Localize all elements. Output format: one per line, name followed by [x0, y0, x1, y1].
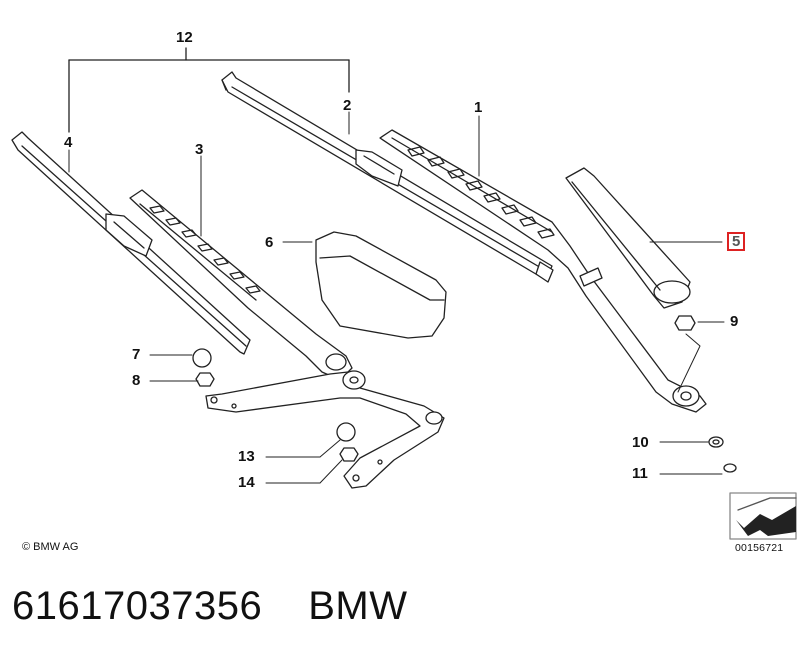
- wiper-arm-3: [129, 189, 353, 381]
- nut-9: [674, 315, 696, 331]
- nut-14: [339, 447, 359, 462]
- linkage-rod: [205, 370, 445, 489]
- leader-lines: [68, 111, 725, 484]
- callout-3: 3: [195, 141, 204, 158]
- callout-8: 8: [132, 372, 141, 389]
- callout-6: 6: [265, 234, 274, 251]
- cap-7: [192, 348, 212, 368]
- footer-caption: 61617037356 BMW: [12, 584, 407, 629]
- callout-13: 13: [238, 448, 255, 465]
- callout-1: 1: [474, 99, 483, 116]
- arm-cover-5: [565, 167, 691, 309]
- wiper-blade-2: [221, 71, 554, 283]
- diagram-reference-code: 00156721: [735, 542, 784, 554]
- washer-10: [708, 436, 724, 448]
- callout-9: 9: [730, 313, 739, 330]
- cover-6: [315, 231, 447, 339]
- washer-10-hole: [712, 439, 720, 445]
- seal-11: [723, 463, 737, 473]
- arm-1-slots: [407, 146, 555, 239]
- copyright-notice: © BMW AG: [22, 541, 79, 553]
- brand-name: BMW: [308, 584, 408, 628]
- callout-5-highlighted[interactable]: 5: [727, 232, 746, 251]
- callout-12: 12: [176, 29, 193, 46]
- wiper-blade-4: [11, 131, 251, 355]
- callout-2: 2: [343, 97, 352, 114]
- group-bracket-12: [68, 47, 350, 133]
- callout-7: 7: [132, 346, 141, 363]
- view-direction-box: [729, 492, 797, 540]
- callout-10: 10: [632, 434, 649, 451]
- arm-3-slots: [149, 205, 261, 294]
- nut-8: [195, 372, 215, 387]
- callout-14: 14: [238, 474, 255, 491]
- part-number: 61617037356: [12, 584, 263, 628]
- callout-11: 11: [632, 465, 648, 482]
- callout-4: 4: [64, 134, 73, 151]
- cap-13: [336, 422, 356, 442]
- wiper-arm-1: [379, 129, 707, 413]
